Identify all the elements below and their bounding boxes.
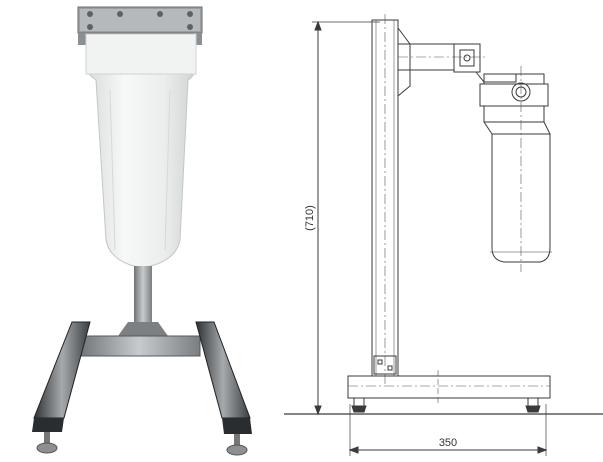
width-label: 350 — [439, 437, 457, 449]
base-frame — [32, 321, 252, 434]
filter-stand-illustration — [32, 6, 252, 456]
vertical-column — [371, 14, 399, 384]
technical-drawing: (710) — [284, 14, 603, 456]
center-pole — [118, 266, 168, 336]
mounting-bracket — [77, 6, 203, 45]
drawing-filter-housing — [479, 66, 552, 272]
height-dimension — [312, 20, 380, 416]
product-photo — [0, 0, 280, 462]
horizontal-arm — [397, 27, 517, 97]
height-label: (710) — [304, 205, 316, 231]
width-dimension — [348, 404, 548, 456]
leveling-feet — [36, 432, 248, 456]
filter-housing — [85, 33, 197, 269]
dimension-drawing: (710) — [280, 0, 603, 462]
drawing-base — [284, 370, 603, 415]
